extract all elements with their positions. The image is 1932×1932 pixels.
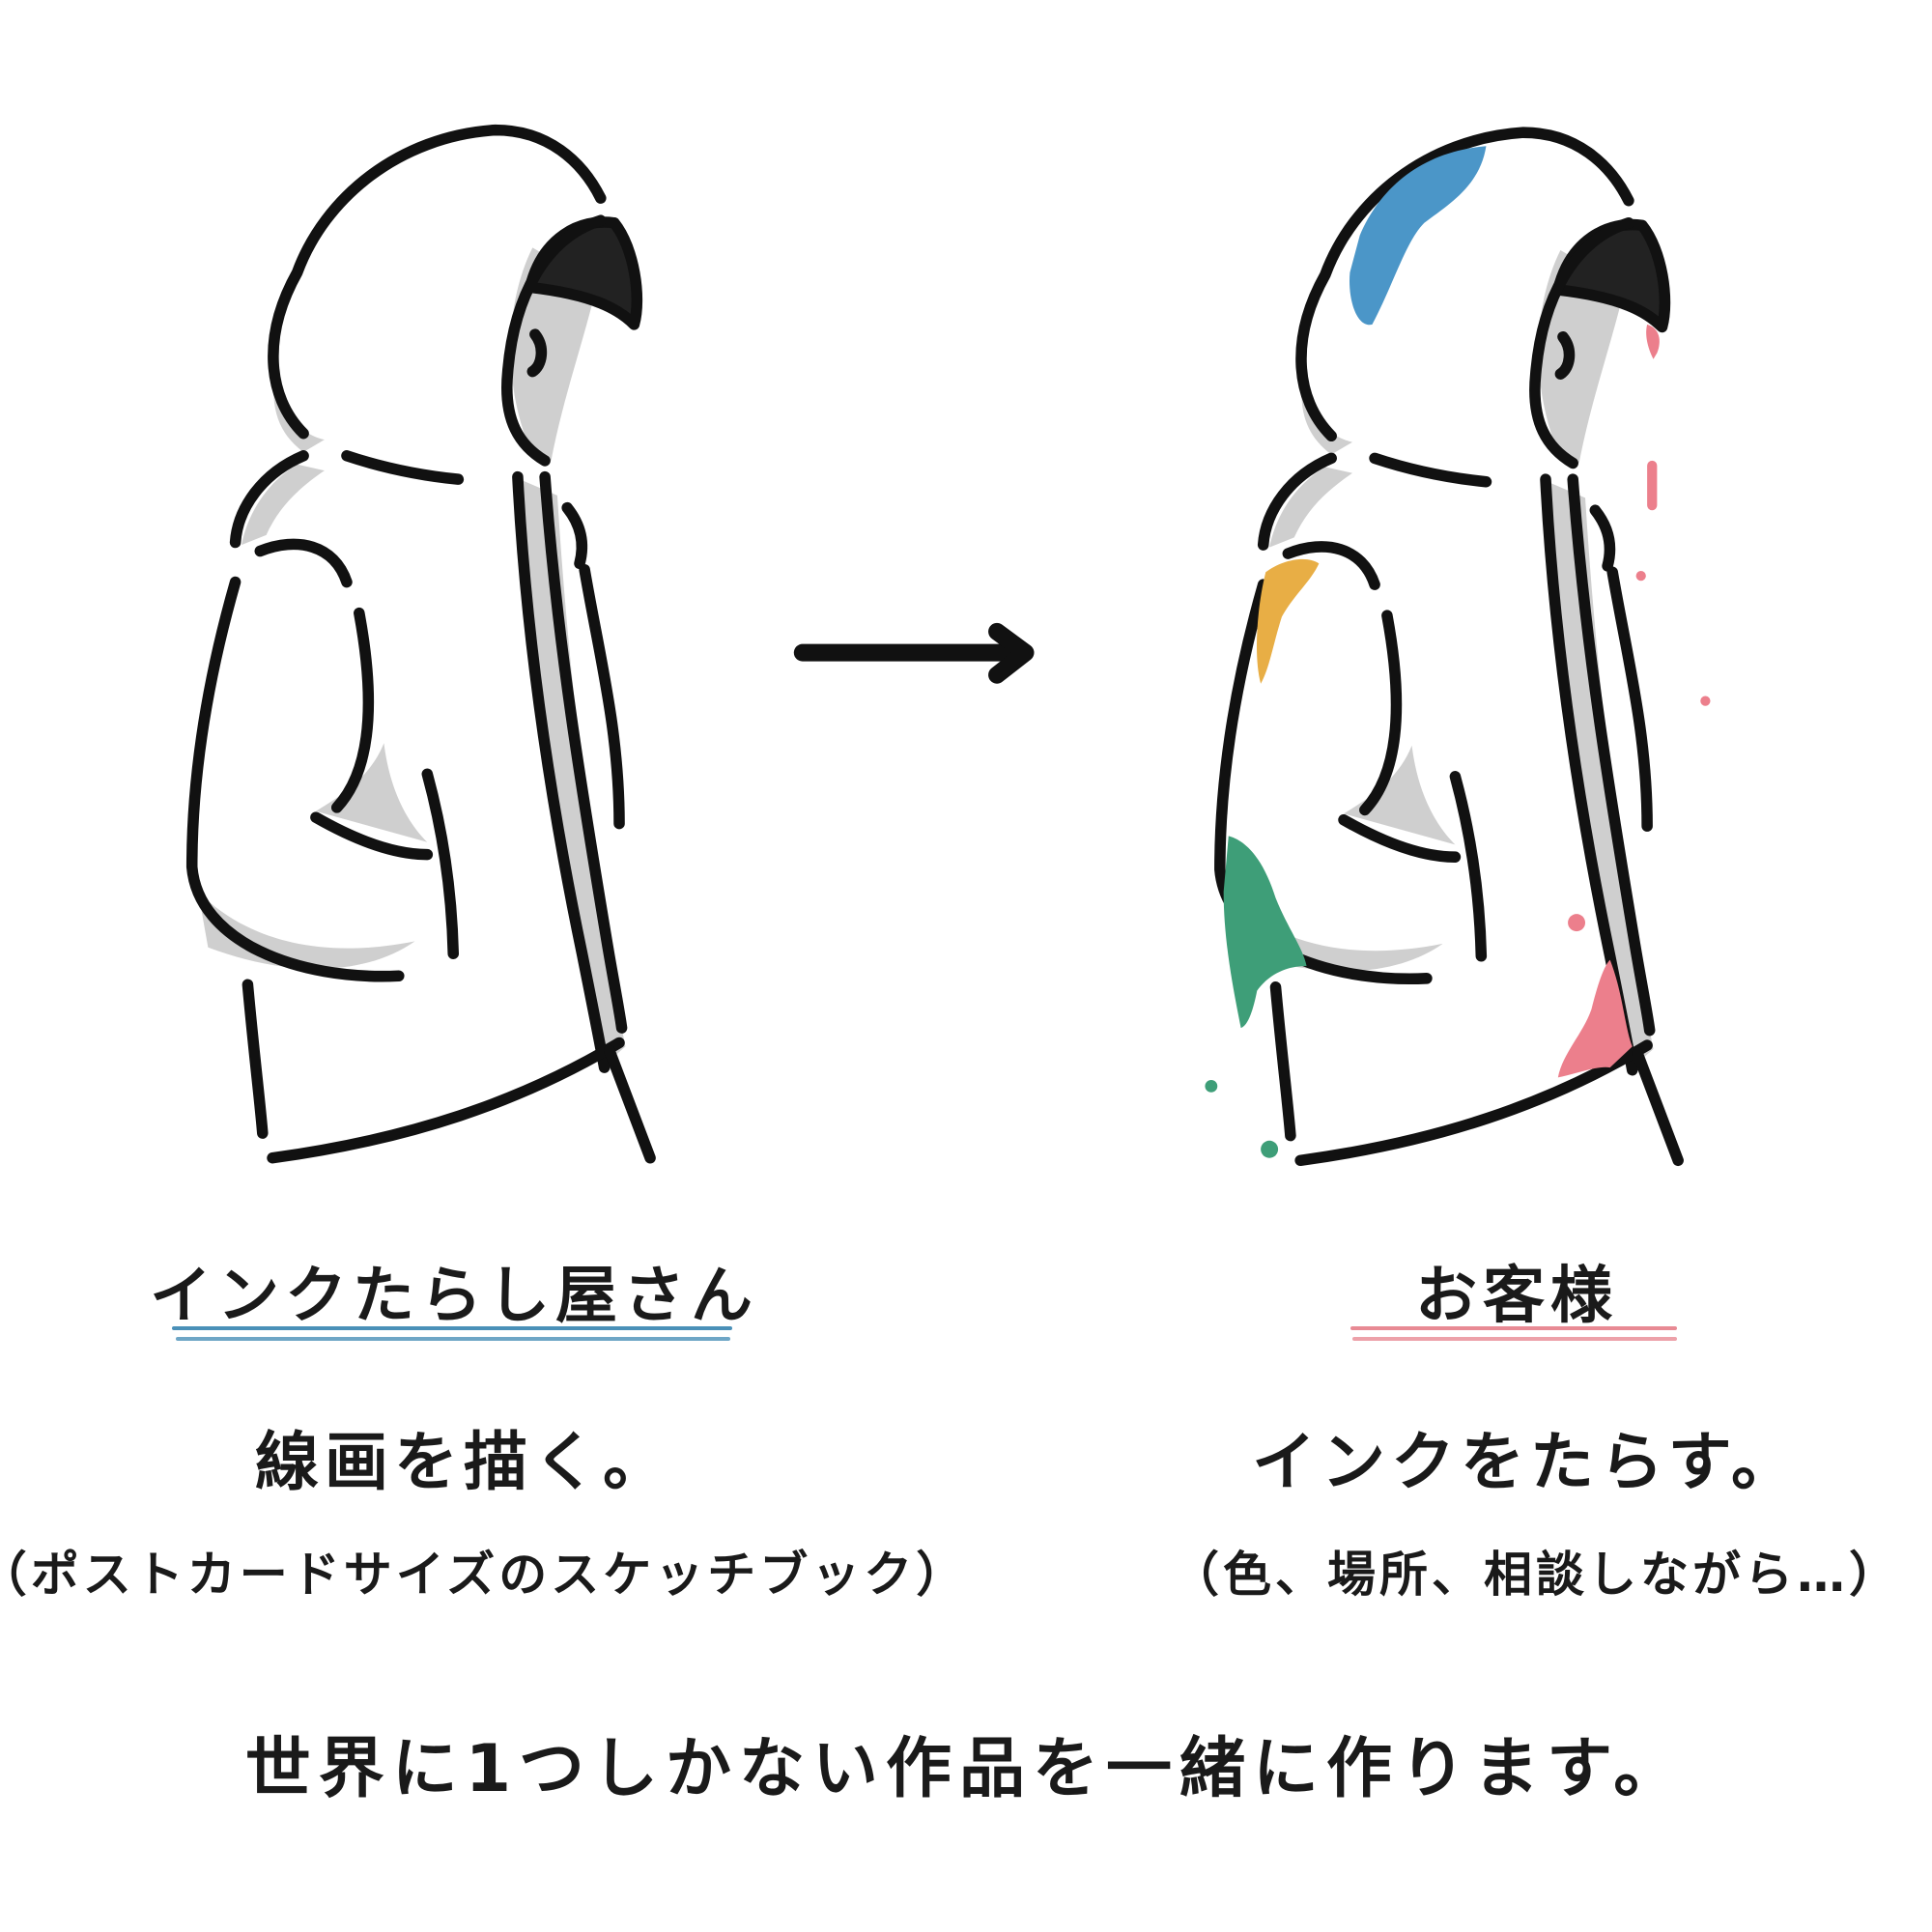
right-underline [1352,1337,1677,1341]
pink-ink-dot [1635,571,1646,582]
green-ink-dot [1205,1079,1218,1093]
left-hoodie-figure [192,130,650,1158]
green-ink-dot [1261,1140,1279,1158]
pink-ink-dot [1568,914,1586,932]
pink-ink-dot [1700,696,1711,706]
left-underline [172,1326,732,1330]
pink-ink-drip [1646,324,1660,359]
arrow-icon [793,622,1035,684]
blue-ink-splat [1350,146,1487,326]
pink-ink-splat [1557,959,1633,1078]
right-hoodie-figure [1205,132,1711,1160]
left-underline [176,1337,730,1341]
bottom-message: 世界に1つしかない作品を一緒に作ります。 [244,1731,1688,1807]
left-role-title: インクたらし屋さん [150,1261,758,1332]
right-note-text: （色、場所、相談しながら…） [1171,1547,1901,1603]
right-underline [1350,1326,1677,1330]
green-ink-splat [1223,836,1307,1029]
pink-ink-drip [1647,460,1658,511]
right-action-text: インクをたらす。 [1251,1425,1802,1499]
left-action-text: 線画を描く。 [255,1425,672,1499]
orange-ink-splat [1257,558,1320,684]
left-note-text: （ポストカードサイズのスケッチブック） [0,1547,969,1603]
right-role-title: お客様 [1415,1261,1618,1332]
